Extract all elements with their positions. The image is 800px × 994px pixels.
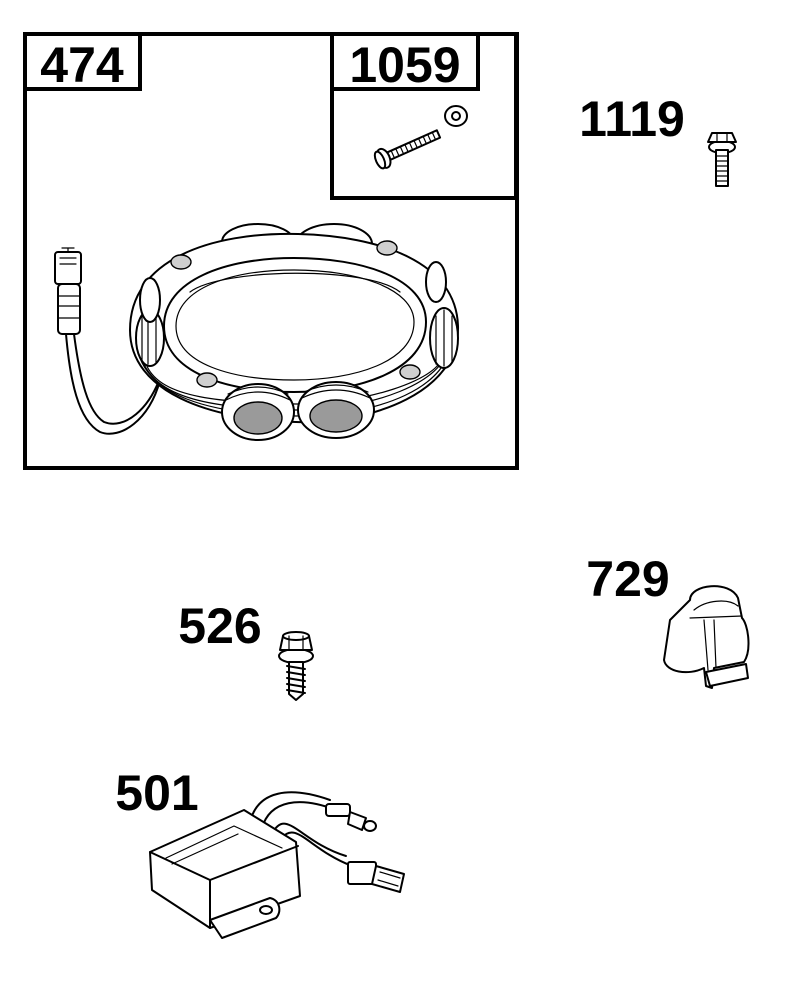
spade-connector-icon: [347, 861, 405, 893]
ref-label-729[interactable]: 729: [586, 551, 669, 607]
machine-screw-icon: [373, 129, 442, 170]
kit-474-box: 474: [23, 32, 519, 470]
regulator-wire-1: [249, 791, 331, 823]
ref-label-1119[interactable]: 1119: [579, 91, 685, 147]
kit-474-frame: [23, 32, 519, 470]
hex-screw-icon[interactable]: [707, 132, 737, 187]
wire-clip-icon[interactable]: [663, 585, 750, 689]
regulator-top-detail: [165, 825, 283, 865]
stator-wire-2: [73, 333, 163, 425]
regulator-mount-hole: [259, 905, 273, 915]
ref-label-501[interactable]: 501: [115, 765, 198, 821]
regulator-wire-3: [271, 822, 347, 857]
kit-1059-box: 1059: [330, 32, 518, 200]
regulator-wire-4: [281, 831, 353, 867]
regulator-drawing[interactable]: [149, 791, 405, 939]
stator-ring-inner-edge: [175, 269, 415, 381]
stator-lamination-2: [139, 345, 449, 411]
kit-1059-tab: [330, 32, 480, 91]
stator-wire-1: [65, 333, 161, 435]
flange-bolt-icon[interactable]: [278, 631, 314, 701]
stator-lamination-3: [145, 357, 443, 405]
stator-connector-icon: [54, 247, 82, 335]
ref-label-474[interactable]: 474: [40, 37, 124, 93]
ref-label-1059[interactable]: 1059: [349, 37, 460, 93]
ring-terminal-icon: [325, 803, 377, 832]
ref-label-526[interactable]: 526: [178, 598, 261, 654]
regulator-wire-2: [261, 801, 337, 829]
stator-side-coils: [135, 261, 459, 369]
stator-drawing[interactable]: [54, 223, 460, 441]
kit-474-tab: [23, 32, 142, 91]
washer-icon: [444, 105, 468, 127]
stator-ring-inner: [163, 257, 427, 393]
stator-front-coils: [221, 381, 375, 441]
screw-kit-drawing[interactable]: [372, 105, 468, 171]
stator-ring-top-line: [189, 272, 401, 293]
stator-mount-bosses: [170, 240, 421, 388]
